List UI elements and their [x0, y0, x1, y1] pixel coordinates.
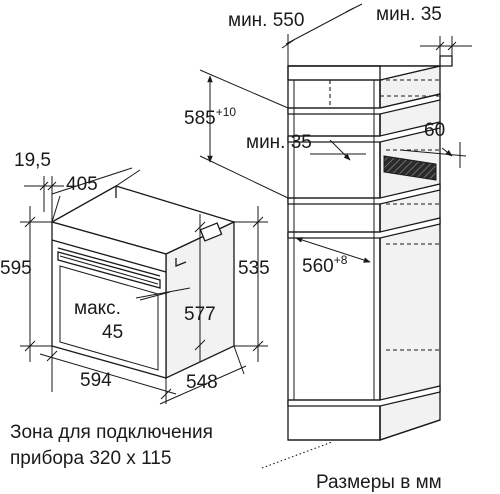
tall-cabinet — [287, 55, 453, 441]
built-in-oven — [50, 185, 236, 380]
note-connection-zone-2: прибора 320 х 115 — [10, 448, 171, 469]
label-vent-min: мин. 35 — [246, 132, 312, 153]
label-oven-body-height: 577 — [184, 304, 216, 325]
label-oven-offset: 19,5 — [14, 150, 51, 171]
label-oven-inner-height: 535 — [238, 258, 270, 279]
vent-opening-hatch — [383, 155, 437, 181]
note-units: Размеры в мм — [316, 472, 442, 493]
oven-dimensions — [20, 167, 268, 405]
label-oven-max-value: 45 — [102, 322, 123, 343]
label-oven-height: 595 — [0, 258, 32, 279]
cabinet-top — [288, 55, 453, 67]
label-oven-width-top: 405 — [66, 174, 98, 195]
label-cab-gap: мин. 35 — [376, 4, 442, 25]
cabinet-dimensions — [199, 3, 472, 263]
label-cab-depth: мин. 550 — [228, 10, 304, 31]
label-vent-depth: 60 — [424, 120, 445, 141]
label-niche-height: 585+10 — [184, 105, 236, 129]
label-cab-width: 560+8 — [302, 253, 348, 277]
mounting-bracket — [199, 222, 223, 242]
label-oven-width: 594 — [80, 370, 112, 391]
label-oven-depth: 548 — [186, 372, 218, 393]
connection-zone-leader — [261, 441, 333, 469]
label-oven-max: макс. — [74, 298, 121, 319]
note-connection-zone-1: Зона для подключения — [10, 422, 213, 443]
